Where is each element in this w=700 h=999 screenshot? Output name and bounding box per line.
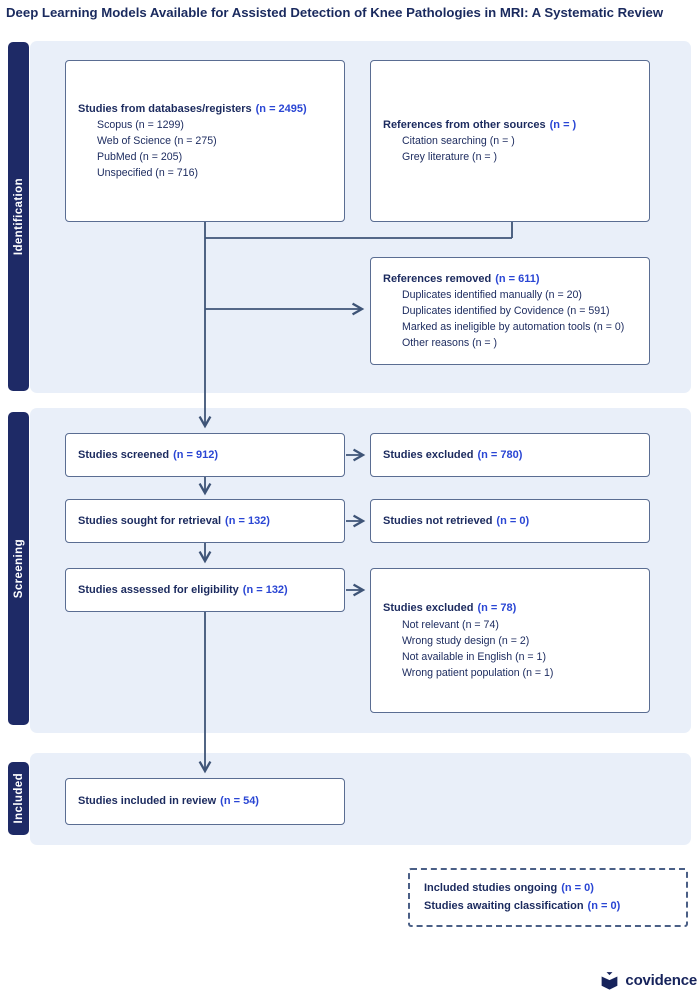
- box-sub-item: Web of Science (n = 275): [97, 135, 217, 148]
- box-sub-item: Wrong patient population (n = 1): [402, 666, 554, 679]
- box-excluded-screening: Studies excluded(n = 780): [370, 433, 650, 477]
- box-screened: Studies screened(n = 912): [65, 433, 345, 477]
- box-ongoing-label-1: Included studies ongoing: [424, 882, 558, 895]
- box-sub-item: Scopus (n = 1299): [97, 119, 184, 132]
- box-not-retrieved-title: Studies not retrieved(n = 0): [383, 513, 641, 530]
- covidence-wordmark: covidence: [625, 971, 697, 989]
- box-databases-label: Studies from databases/registers: [78, 102, 252, 115]
- sidebar-included: Included: [8, 762, 29, 835]
- box-references-removed-label: References removed: [383, 272, 492, 285]
- box-included-review-label: Studies included in review: [78, 795, 217, 808]
- box-ongoing-count-1: (n = 0): [561, 882, 594, 895]
- box-sub-item: Marked as ineligible by automation tools…: [402, 321, 625, 334]
- sidebar-screening-label: Screening: [12, 538, 25, 599]
- box-sub-item: Not relevant (n = 74): [402, 618, 499, 631]
- box-sub-item: Other reasons (n = ): [402, 337, 498, 350]
- box-references-removed-title: References removed(n = 611): [383, 271, 641, 288]
- box-databases-title: Studies from databases/registers(n = 249…: [78, 101, 336, 118]
- covidence-logo: covidence: [593, 967, 697, 993]
- box-not-retrieved-label: Studies not retrieved: [383, 514, 493, 527]
- box-screened-count: (n = 912): [173, 448, 219, 461]
- box-other-sources-title: References from other sources(n = ): [383, 117, 641, 134]
- covidence-book-icon: [602, 972, 618, 990]
- box-ongoing-count-2: (n = 0): [587, 899, 621, 912]
- box-screened-title: Studies screened(n = 912): [78, 447, 336, 464]
- box-sub-item: Not available in English (n = 1): [402, 650, 546, 663]
- box-other-sources-count: (n = ): [549, 118, 577, 131]
- box-not-retrieved: Studies not retrieved(n = 0): [370, 499, 650, 543]
- box-sub-item: Duplicates identified by Covidence (n = …: [402, 305, 610, 318]
- box-included-review-count: (n = 54): [220, 795, 259, 808]
- sidebar-identification-label: Identification: [12, 177, 25, 256]
- box-included-review: Studies included in review(n = 54): [65, 778, 345, 825]
- box-references-removed: References removed(n = 611) Duplicates i…: [370, 257, 650, 365]
- box-sought: Studies sought for retrieval(n = 132): [65, 499, 345, 543]
- box-sub-item: Citation searching (n = ): [402, 135, 515, 148]
- box-not-retrieved-count: (n = 0): [496, 514, 530, 527]
- box-excluded-eligibility: Studies excluded(n = 78) Not relevant (n…: [370, 568, 650, 713]
- box-assessed-title: Studies assessed for eligibility(n = 132…: [78, 582, 336, 599]
- box-excluded-screening-count: (n = 780): [477, 448, 523, 461]
- box-assessed-label: Studies assessed for eligibility: [78, 583, 239, 596]
- box-other-sources-label: References from other sources: [383, 118, 546, 131]
- box-assessed: Studies assessed for eligibility(n = 132…: [65, 568, 345, 612]
- sidebar-screening: Screening: [8, 412, 29, 725]
- box-sought-count: (n = 132): [225, 514, 270, 527]
- box-ongoing-line-1: Included studies ongoing(n = 0): [424, 880, 678, 897]
- box-ongoing-line-2: Studies awaiting classification(n = 0): [424, 898, 678, 915]
- box-excluded-eligibility-label: Studies excluded: [383, 602, 474, 615]
- box-sub-item: Grey literature (n = ): [402, 151, 498, 164]
- box-sub-item: PubMed (n = 205): [97, 151, 183, 164]
- box-ongoing-label-2: Studies awaiting classification: [424, 899, 584, 912]
- box-excluded-screening-label: Studies excluded: [383, 448, 474, 461]
- box-included-review-title: Studies included in review(n = 54): [78, 793, 336, 810]
- sidebar-identification: Identification: [8, 42, 29, 391]
- box-screened-label: Studies screened: [78, 448, 170, 461]
- box-excluded-screening-title: Studies excluded(n = 780): [383, 447, 641, 464]
- box-ongoing: Included studies ongoing(n = 0) Studies …: [408, 868, 688, 927]
- sidebar-included-label: Included: [12, 773, 25, 824]
- box-assessed-count: (n = 132): [242, 583, 288, 596]
- box-sub-item: Duplicates identified manually (n = 20): [402, 289, 582, 302]
- box-sub-item: Wrong study design (n = 2): [402, 634, 530, 647]
- box-databases: Studies from databases/registers(n = 249…: [65, 60, 345, 222]
- box-sought-label: Studies sought for retrieval: [78, 514, 222, 527]
- box-sought-title: Studies sought for retrieval(n = 132): [78, 513, 336, 530]
- page-title: Deep Learning Models Available for Assis…: [6, 5, 664, 20]
- box-references-removed-count: (n = 611): [495, 272, 540, 285]
- box-sub-item: Unspecified (n = 716): [97, 167, 198, 180]
- box-excluded-eligibility-count: (n = 78): [477, 602, 517, 615]
- box-excluded-eligibility-title: Studies excluded(n = 78): [383, 600, 641, 617]
- box-databases-count: (n = 2495): [255, 102, 307, 115]
- box-other-sources: References from other sources(n = ) Cita…: [370, 60, 650, 222]
